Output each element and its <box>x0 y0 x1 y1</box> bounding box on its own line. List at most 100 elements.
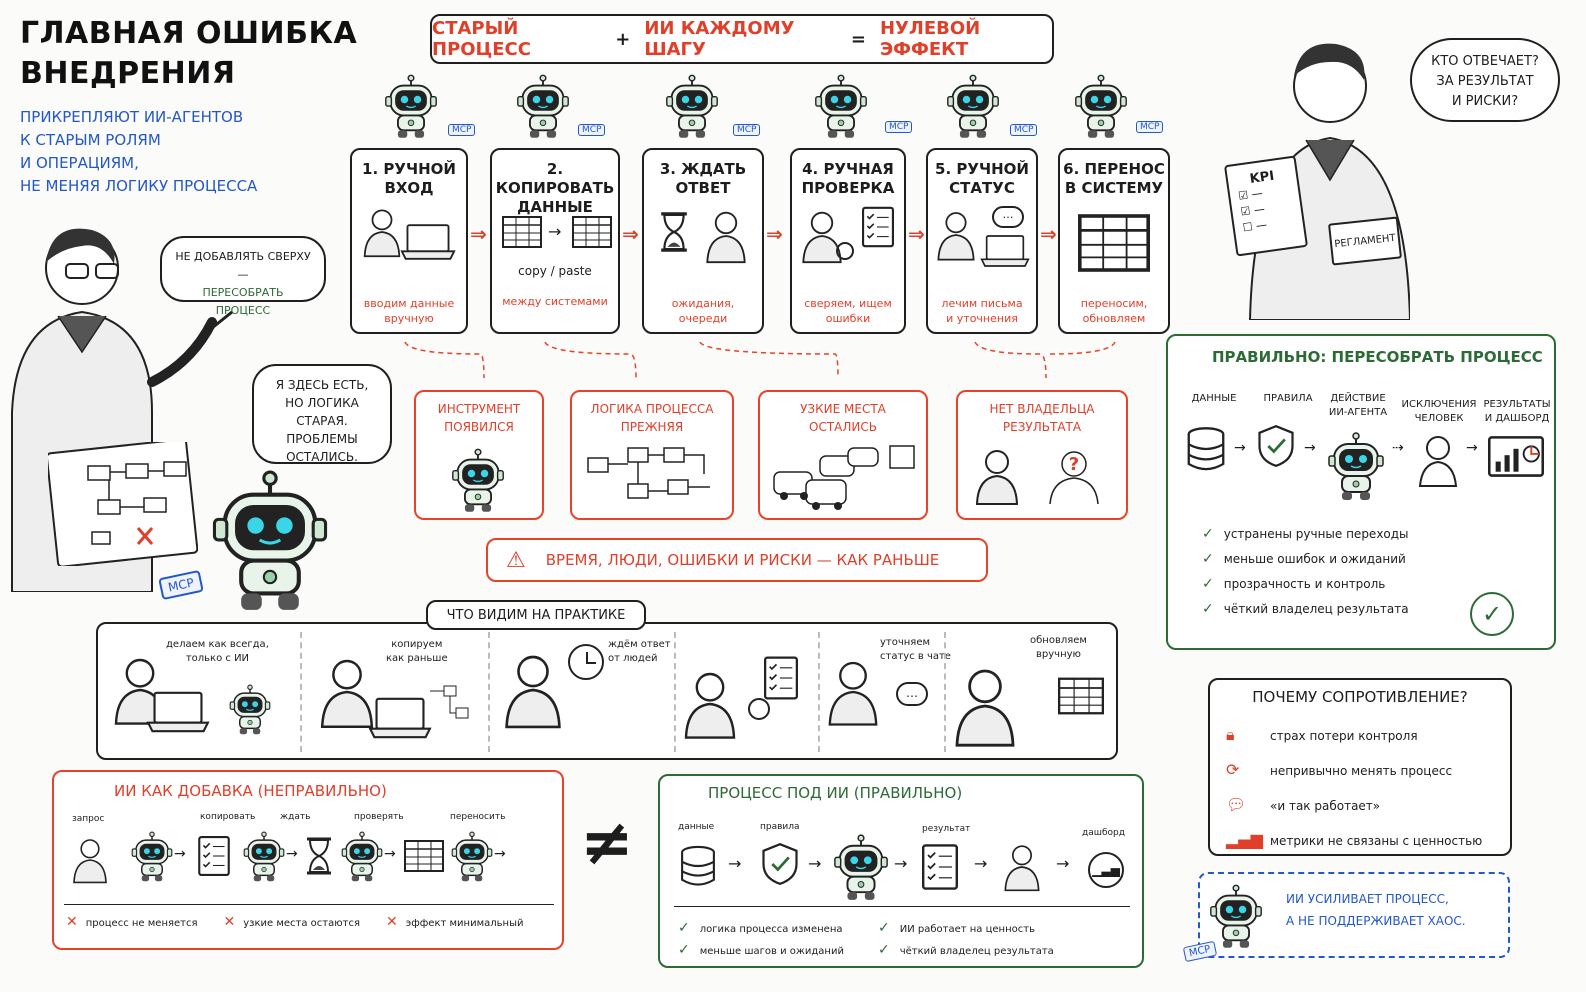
kpi-clipboard: KPI ☑ —☑ —☐ — <box>1223 155 1309 257</box>
arrow-icon: → <box>1304 440 1316 456</box>
mcp-tag: MCP <box>578 124 606 136</box>
flow-label-data: ДАННЫЕ <box>1191 393 1237 404</box>
practice-title: ЧТО ВИДИМ НА ПРАКТИКЕ <box>426 600 646 630</box>
formula-ai-each-step: ИИ КАЖДОМУ ШАГУ <box>644 18 795 60</box>
shield-icon <box>760 842 800 886</box>
page-title: ГЛАВНАЯ ОШИБКА ВНЕДРЕНИЯ <box>20 16 358 91</box>
traffic-jam-icon <box>773 445 915 510</box>
flow-label-rules: правила <box>760 822 800 832</box>
flow-label-request: запрос <box>72 814 105 824</box>
flow-label-copy: копировать <box>200 812 256 822</box>
warning-bar: ⚠ ВРЕМЯ, ЛЮДИ, ОШИБКИ И РИСКИ — КАК РАНЬ… <box>486 538 988 582</box>
note-text: ИИ УСИЛИВАЕТ ПРОЦЕСС, А НЕ ПОДДЕРЖИВАЕТ … <box>1286 892 1466 928</box>
document-icon <box>194 836 234 876</box>
robot-icon <box>832 834 890 902</box>
person-icon <box>702 208 750 264</box>
dashboard-icon: ▁▃▅ <box>1088 852 1124 888</box>
check-circle-icon: ✓ <box>1470 592 1514 636</box>
magnifier-icon <box>748 698 770 720</box>
formula-banner: СТАРЫЙ ПРОЦЕСС + ИИ КАЖДОМУ ШАГУ = НУЛЕВ… <box>430 14 1054 64</box>
robot-icon <box>228 684 272 736</box>
flow-label-transfer: переносить <box>450 812 506 822</box>
unknown-owner-icon: ? <box>1049 451 1099 505</box>
shield-icon <box>1256 424 1296 468</box>
mcp-tag: MCP <box>885 121 913 133</box>
divider <box>300 632 302 752</box>
divider <box>64 904 554 905</box>
arrow-icon: → <box>494 846 506 862</box>
divider <box>674 906 1130 907</box>
robot-icon <box>1073 74 1129 140</box>
chat-bubble-icon: … <box>896 682 928 706</box>
person-icon <box>500 644 566 736</box>
person-icon <box>950 664 1020 748</box>
robot-icon <box>242 830 286 884</box>
robot-icon <box>450 448 506 514</box>
resistance-title: ПОЧЕМУ СОПРОТИВЛЕНИЕ? <box>1252 688 1468 706</box>
clock-icon <box>568 644 604 680</box>
mcp-tag: MCP <box>1182 940 1217 963</box>
flow-label-data: данные <box>678 822 715 832</box>
robot-icon <box>340 830 384 884</box>
refresh-icon: ⟳ <box>1226 760 1240 779</box>
arrow-icon: → <box>174 846 186 862</box>
robot-icon <box>664 74 720 140</box>
process-for-ai-panel: ПРОЦЕСС ПОД ИИ (ПРАВИЛЬНО) данные правил… <box>658 774 1144 968</box>
checklist-icon <box>862 206 894 248</box>
flowchart-board <box>48 442 198 566</box>
arrow-icon: ⇢ <box>1392 440 1404 456</box>
table-icon <box>1058 676 1104 716</box>
flow-label-check: проверять <box>354 812 404 822</box>
resistance-list: 🔒︎страх потери контроля ⟳непривычно меня… <box>1226 718 1482 858</box>
arrow-icon: → <box>1056 854 1070 873</box>
magnifier-icon <box>836 242 854 260</box>
arrow-icon: → <box>286 846 298 862</box>
hourglass-icon <box>304 836 334 876</box>
thought-bubble-responsibility: КТО ОТВЕЧАЕТ? ЗА РЕЗУЛЬТАТ И РИСКИ? <box>1410 38 1560 122</box>
arrow-icon: ⇒ <box>908 222 925 246</box>
mcp-tag: MCP <box>1010 124 1038 136</box>
arrow-icon: → <box>548 222 562 241</box>
benefit-list-left: ✓логика процесса изменена ✓меньше шагов … <box>678 920 844 958</box>
robot-mascot-icon <box>208 470 332 614</box>
ai-addon-wrong-panel: ИИ КАК ДОБАВКА (НЕПРАВИЛЬНО) запрос копи… <box>52 770 564 950</box>
person-icon <box>972 444 1022 508</box>
database-icon <box>680 844 716 888</box>
dashboard-icon <box>1488 436 1544 482</box>
arrow-icon: ⇒ <box>470 222 487 246</box>
dashed-connectors <box>404 341 1116 379</box>
arrow-icon: ⇒ <box>766 222 783 246</box>
flow-label-result: результат <box>922 824 971 834</box>
arrow-icon: → <box>808 854 822 873</box>
arrow-icon: → <box>974 854 988 873</box>
person-icon <box>934 208 978 262</box>
formula-zero-effect: НУЛЕВОЙ ЭФФЕКТ <box>879 18 981 60</box>
lock-icon: 🔒︎ <box>1226 725 1235 744</box>
divider <box>944 632 946 752</box>
flowchart-icon <box>587 447 710 499</box>
warning-icon: ⚠ <box>506 547 526 573</box>
arrow-icon: ⇒ <box>1040 222 1057 246</box>
robot-icon <box>515 74 571 140</box>
person-icon <box>1000 842 1044 892</box>
arrow-icon: → <box>1234 440 1246 456</box>
divider <box>674 632 676 752</box>
flowchart-icon <box>430 685 469 719</box>
divider <box>818 632 820 752</box>
robot-icon <box>945 74 1001 140</box>
laptop-icon <box>400 222 456 262</box>
robot-icon <box>450 830 494 884</box>
practice-panel <box>96 622 1118 760</box>
formula-equals: = <box>850 28 866 50</box>
laptop-icon <box>980 234 1030 268</box>
database-icon <box>1186 426 1226 472</box>
panel-title: ПРАВИЛЬНО: ПЕРЕСОБРАТЬ ПРОЦЕСС <box>1212 348 1543 366</box>
